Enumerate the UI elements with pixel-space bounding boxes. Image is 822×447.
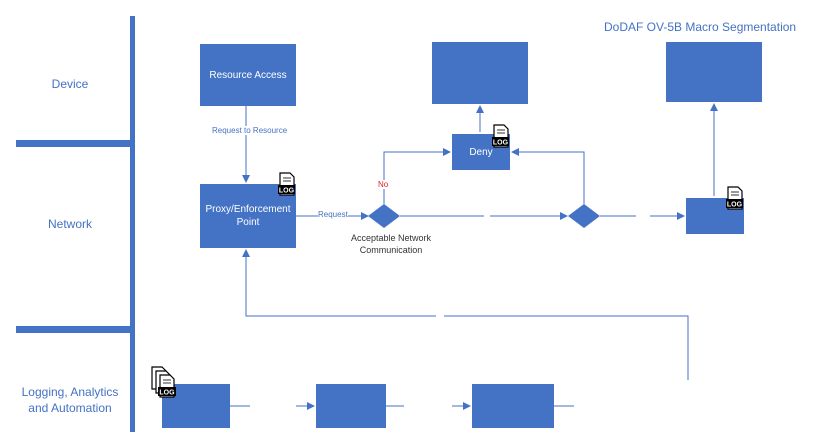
- lane-label-network: Network: [47, 217, 92, 231]
- lane-divider-vertical: [130, 16, 135, 432]
- proxy-enforcement-box: Proxy/Enforcement Point: [200, 184, 296, 248]
- resource-access-label: Resource Access: [209, 69, 287, 81]
- arrow-d2-to-deny: [511, 148, 585, 204]
- log-text: LOG: [727, 202, 743, 209]
- request-to-resource-label: Request to Resource: [212, 126, 288, 135]
- no-label: No: [378, 180, 389, 189]
- decision-diamond-2: [568, 204, 600, 228]
- lane-separator-1: [16, 140, 130, 147]
- diagram-title: DoDAF OV-5B Macro Segmentation: [604, 20, 797, 34]
- line-feedback-left: [242, 249, 436, 317]
- resource-access-box: Resource Access: [200, 44, 296, 106]
- log-file-icon: LOG: [726, 186, 743, 210]
- line-feedback-right: [444, 315, 689, 380]
- deny-label: Deny: [469, 146, 493, 158]
- log-stack-icon: LOG: [151, 366, 176, 398]
- lane-label-device: Device: [51, 77, 89, 91]
- logging-box-3: [472, 384, 554, 428]
- decision-diamond-1: [368, 204, 400, 228]
- acceptable-network-caption: Acceptable Network Communication: [350, 233, 432, 255]
- log-text: LOG: [493, 140, 509, 147]
- log-file-icon: LOG: [278, 172, 295, 196]
- arrow-no-to-deny: [383, 148, 451, 204]
- lane-separator-2: [16, 326, 130, 333]
- request-label: Request: [318, 210, 348, 219]
- log-text: LOG: [279, 188, 295, 195]
- log-text: LOG: [159, 390, 175, 397]
- proxy-enforcement-label: Proxy/Enforcement Point: [205, 204, 291, 228]
- top-right-box: [666, 42, 762, 102]
- logging-box-2: [316, 384, 386, 428]
- lane-label-logging: Logging, Analytics and Automation: [21, 385, 119, 415]
- log-file-icon: LOG: [492, 124, 509, 148]
- top-middle-box: [432, 42, 528, 104]
